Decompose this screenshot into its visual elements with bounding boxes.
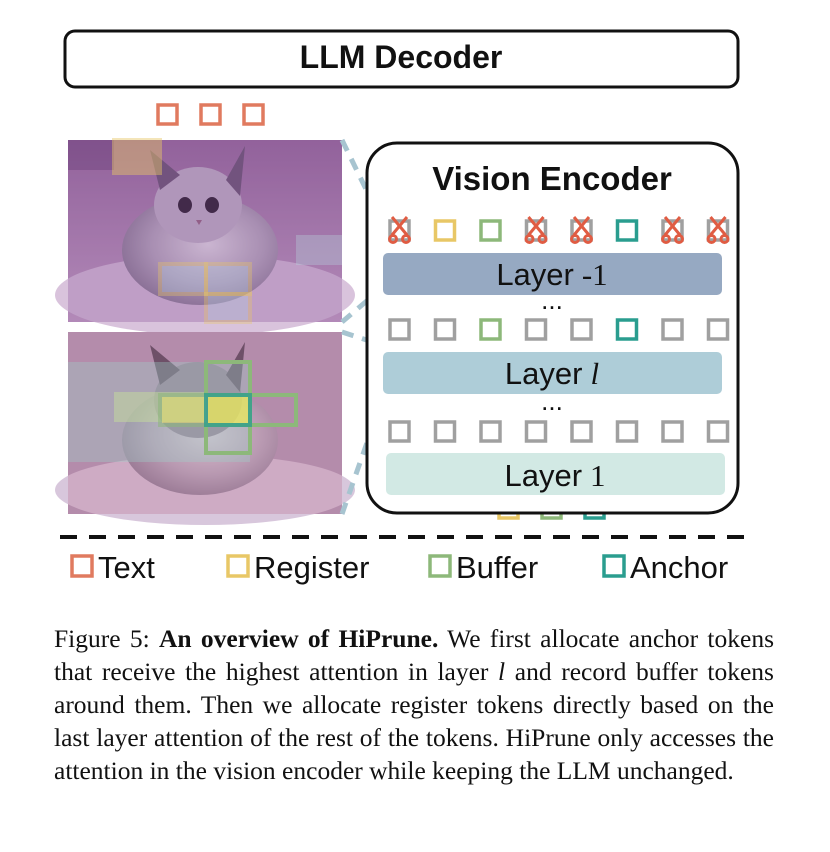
plain-token bbox=[706, 318, 730, 341]
plain-token bbox=[570, 420, 593, 443]
text-token bbox=[242, 103, 265, 126]
legend-anchor-swatch bbox=[602, 554, 626, 578]
token-row-top bbox=[388, 216, 730, 244]
scissors-icon bbox=[706, 216, 730, 244]
legend-register-swatch bbox=[226, 554, 250, 578]
pruned-token bbox=[388, 219, 411, 242]
plain-token bbox=[433, 318, 457, 341]
pruned-token bbox=[706, 219, 730, 242]
pruned-token bbox=[661, 219, 684, 242]
ellipsis-top: ... bbox=[541, 285, 563, 315]
legend-register-label: Register bbox=[254, 550, 369, 585]
caption-figure-number: Figure 5: bbox=[54, 624, 150, 653]
caption-body-2: and record buffer tokens around them. Th… bbox=[54, 657, 774, 785]
anchor-token bbox=[615, 318, 639, 341]
llm-decoder-box bbox=[63, 29, 740, 89]
pruned-token bbox=[524, 219, 548, 242]
caption-body-1: We first allocate anchor tokens that rec… bbox=[54, 624, 775, 686]
plain-token bbox=[570, 318, 593, 341]
vision-encoder-box bbox=[365, 141, 740, 515]
anchor-patch bbox=[204, 393, 252, 427]
plain-token bbox=[661, 420, 684, 443]
legend-buffer-swatch bbox=[428, 554, 452, 578]
buffer-patch bbox=[158, 393, 208, 427]
plain-token bbox=[524, 318, 548, 341]
layer-top-label: Layer-1 bbox=[496, 257, 607, 292]
figure-caption: Figure 5: An overview of HiPrune. We fir… bbox=[54, 622, 774, 787]
cat-image-bottom bbox=[55, 332, 355, 525]
plain-token bbox=[661, 318, 684, 341]
plain-token bbox=[479, 420, 502, 443]
caption-title: An overview of HiPrune. bbox=[159, 624, 439, 653]
scissors-icon bbox=[570, 216, 593, 244]
token-row-bottom bbox=[388, 420, 730, 443]
text-token bbox=[199, 103, 222, 126]
legend-anchor-label: Anchor bbox=[630, 550, 728, 585]
plain-token bbox=[615, 420, 639, 443]
ellipsis-mid: ... bbox=[541, 386, 563, 416]
plain-token bbox=[433, 420, 457, 443]
scissors-icon bbox=[524, 216, 548, 244]
caption-layer-variable: l bbox=[498, 657, 506, 686]
text-token bbox=[156, 103, 179, 126]
register-patch bbox=[158, 262, 208, 296]
layer-bottom-bar bbox=[386, 453, 725, 495]
buffer-token bbox=[479, 219, 502, 242]
legend-text-label: Text bbox=[98, 550, 155, 585]
plain-token bbox=[524, 420, 548, 443]
register-patch bbox=[204, 262, 252, 296]
legend-text-swatch bbox=[70, 554, 94, 578]
cat-image-top bbox=[55, 138, 355, 335]
register-patch bbox=[204, 292, 252, 324]
layer-top-bar bbox=[383, 253, 722, 295]
token-row-mid bbox=[388, 318, 730, 341]
legend: Text Register Buffer Anchor bbox=[70, 550, 728, 585]
register-patch bbox=[112, 138, 162, 175]
layer-mid-bar bbox=[383, 352, 722, 394]
legend-buffer-label: Buffer bbox=[456, 550, 538, 585]
register-token bbox=[433, 219, 457, 242]
scissors-icon bbox=[661, 216, 684, 244]
plain-token bbox=[706, 420, 730, 443]
buffer-token bbox=[479, 318, 502, 341]
vision-encoder-title: Vision Encoder bbox=[432, 160, 672, 197]
anchor-token bbox=[615, 219, 639, 242]
scissors-icon bbox=[388, 216, 411, 244]
decoder-input-text-tokens bbox=[156, 103, 265, 126]
llm-decoder-label: LLM Decoder bbox=[300, 39, 503, 75]
plain-token bbox=[388, 420, 411, 443]
hiprune-overview-figure: LLM Decoder bbox=[55, 29, 752, 585]
pruned-token bbox=[570, 219, 593, 242]
plain-token bbox=[388, 318, 411, 341]
